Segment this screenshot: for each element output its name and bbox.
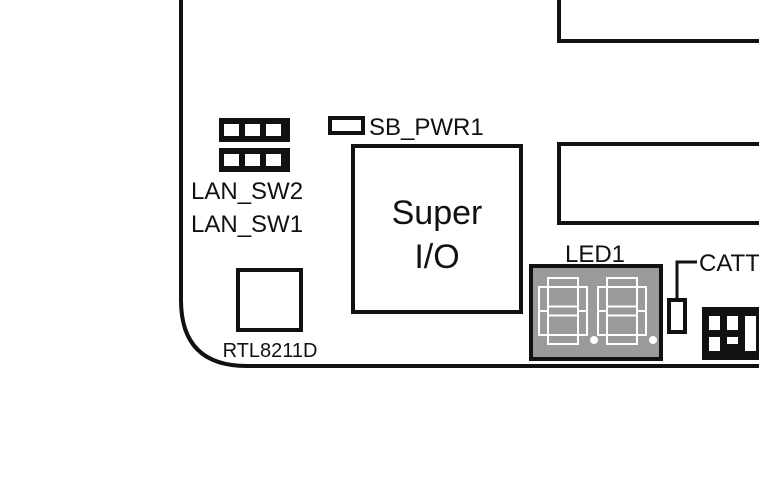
- led1-seg-f: [538, 286, 549, 312]
- lan-sw1-jumper: [219, 148, 290, 172]
- led1-seg-d: [547, 334, 579, 345]
- led1-seg-e: [597, 310, 608, 336]
- super-io-label-line2: I/O: [414, 238, 459, 276]
- catt-jumper: [667, 298, 687, 334]
- led1-decimal-point: [649, 336, 657, 344]
- led1-digit-1: [538, 277, 598, 345]
- lan-sw2-label: LAN_SW2: [191, 178, 303, 205]
- led1-decimal-point: [590, 336, 598, 344]
- led1-seg-b: [577, 286, 588, 312]
- led1-digit-2: [597, 277, 657, 345]
- sb-pwr1-label: SB_PWR1: [369, 114, 484, 141]
- led1-seg-c: [636, 310, 647, 336]
- board-outline: [179, 0, 759, 368]
- led1-label: LED1: [565, 241, 625, 268]
- led1-seg-e: [538, 310, 549, 336]
- rtl8211d-chip: [236, 268, 303, 332]
- rtl8211d-label: RTL8211D: [223, 340, 318, 362]
- sb-pwr1-led: [328, 116, 365, 135]
- led1-seg-g: [547, 305, 579, 317]
- led1-seg-a: [606, 277, 638, 288]
- bottom-right-header: [702, 307, 759, 360]
- led1-display: [529, 264, 663, 361]
- led1-seg-c: [577, 310, 588, 336]
- component-box-top: [557, 0, 759, 43]
- led1-seg-a: [547, 277, 579, 288]
- lan-sw2-jumper: [219, 118, 290, 142]
- catt-label: CATT: [699, 250, 759, 277]
- super-io-label-line1: Super: [392, 194, 483, 232]
- led1-seg-g: [606, 305, 638, 317]
- led1-seg-b: [636, 286, 647, 312]
- catt-leader-line: [675, 260, 697, 302]
- component-box-middle: [557, 142, 759, 225]
- led1-seg-f: [597, 286, 608, 312]
- super-io-chip: [351, 144, 523, 314]
- lan-sw1-label: LAN_SW1: [191, 211, 303, 238]
- led1-seg-d: [606, 334, 638, 345]
